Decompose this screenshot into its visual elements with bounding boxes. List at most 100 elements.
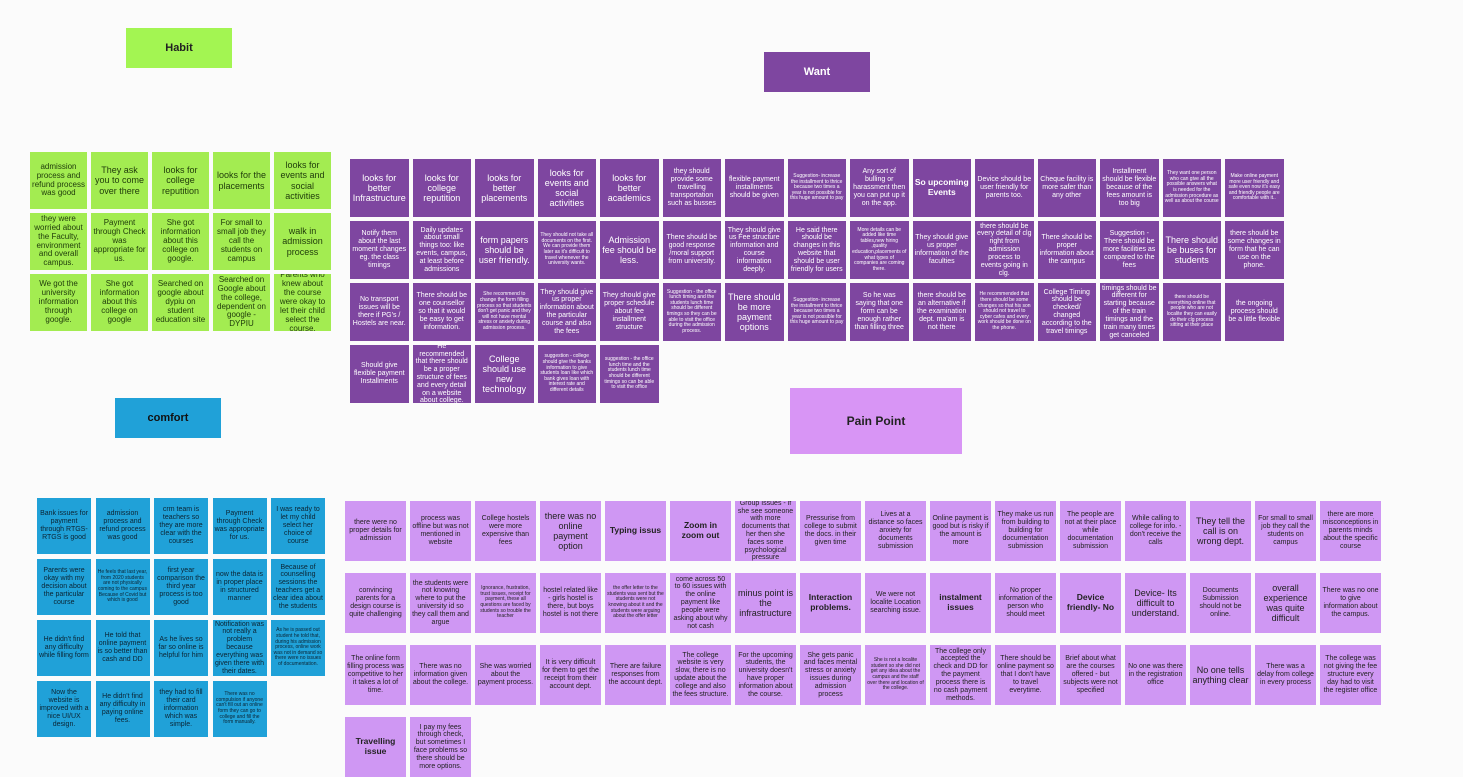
want-sticky-note[interactable]: form papers should be user friendly. (475, 221, 534, 279)
want-sticky-note[interactable]: They should give us proper information a… (537, 283, 596, 341)
want-sticky-note[interactable]: there should be everything online that p… (1162, 283, 1221, 341)
habit-sticky-note[interactable]: Searched on google about dypiu on studen… (152, 274, 209, 331)
want-sticky-note[interactable]: Should give flexible payment Installment… (350, 345, 409, 403)
want-sticky-note[interactable]: there should be every detail of clg righ… (975, 221, 1034, 279)
habit-sticky-note[interactable]: walk in admission process (274, 213, 331, 270)
habit-sticky-note[interactable]: Searched on Google about the college, de… (213, 274, 270, 331)
pain-point-sticky-note[interactable]: Group Issues - if she see someone with m… (735, 501, 796, 561)
comfort-sticky-note[interactable]: He didn't find any difficulty in paying … (95, 681, 150, 737)
pain-point-sticky-note[interactable]: The college was not giving the fee struc… (1320, 645, 1381, 705)
want-sticky-note[interactable]: Make online payment more user friendly a… (1225, 159, 1284, 217)
pain-point-sticky-note[interactable]: College hostels were more expensive than… (475, 501, 536, 561)
habit-sticky-note[interactable]: admission process and refund process was… (30, 152, 87, 209)
habit-sticky-note[interactable]: For small to small job they call the stu… (213, 213, 270, 270)
pain-point-sticky-note[interactable]: They tell the call is on wrong dept. (1190, 501, 1251, 561)
pain-point-sticky-note[interactable]: The college website is very slow, there … (670, 645, 731, 705)
pain-point-sticky-note[interactable]: They make us run from building to buildi… (995, 501, 1056, 561)
pain-point-sticky-note[interactable]: The people are not at their place while … (1060, 501, 1121, 561)
pain-point-sticky-note[interactable]: The online form filling process was comp… (345, 645, 406, 705)
want-sticky-note[interactable]: looks for events and social activities (537, 159, 596, 217)
want-sticky-note[interactable]: She recommend to change the form filling… (475, 283, 534, 341)
want-sticky-note[interactable]: More details can be added like time tabl… (850, 221, 909, 279)
pain-point-sticky-note[interactable]: While calling to college for info. - don… (1125, 501, 1186, 561)
pain-point-sticky-note[interactable]: overall experience was quite difficult (1255, 573, 1316, 633)
want-sticky-note[interactable]: They should give us Fee structure inform… (725, 221, 784, 279)
want-sticky-note[interactable]: suggestion - college should give the ban… (537, 345, 596, 403)
want-sticky-note[interactable]: Daily updates about small things too: li… (412, 221, 471, 279)
pain-point-sticky-note[interactable]: For small to small job they call the stu… (1255, 501, 1316, 561)
want-sticky-note[interactable]: Suggestion - There should be more facili… (1100, 221, 1159, 279)
want-sticky-note[interactable]: No transport issues will be there if PG'… (350, 283, 409, 341)
want-sticky-note[interactable]: Notify them about the last moment change… (350, 221, 409, 279)
pain-point-sticky-note[interactable]: come across 50 to 60 issues with the onl… (670, 573, 731, 633)
comfort-sticky-note[interactable]: Bank issues for payment through RTGS- RT… (37, 498, 91, 554)
want-sticky-note[interactable]: Installment should be flexible because o… (1100, 159, 1159, 217)
want-sticky-note[interactable]: There should be proper information about… (1037, 221, 1096, 279)
want-sticky-note[interactable]: Suggestion- increase the installment to … (787, 159, 846, 217)
pain-point-sticky-note[interactable]: She is not a localite student so she did… (865, 645, 926, 705)
comfort-sticky-note[interactable]: He feels that last year, from 2020 stude… (95, 559, 150, 615)
comfort-sticky-note[interactable]: As he lives so far so online is helpful … (154, 620, 208, 676)
want-sticky-note[interactable]: the ongoing process should be a little f… (1225, 283, 1284, 341)
want-sticky-note[interactable]: there should be some changes in form tha… (1225, 221, 1284, 279)
pain-point-sticky-note[interactable]: Travelling issue (345, 717, 406, 777)
want-sticky-note[interactable]: College should use new technology (475, 345, 534, 403)
habit-sticky-note[interactable]: She got information about this college o… (91, 274, 148, 331)
comfort-sticky-note[interactable]: Payment through Check was appropriate fo… (212, 498, 267, 554)
pain-point-sticky-note[interactable]: The college only accepted the check and … (930, 645, 991, 705)
want-sticky-note[interactable]: looks for better Infrastructure (350, 159, 409, 217)
pain-point-sticky-note[interactable]: Lives at a distance so faces anxiety for… (865, 501, 926, 561)
want-sticky-note[interactable]: He recommended that there should be some… (975, 283, 1034, 341)
comfort-sticky-note[interactable]: As he is passed out student he told that… (271, 620, 325, 676)
comfort-sticky-note[interactable]: now the data is in proper place in struc… (212, 559, 267, 615)
pain-point-sticky-note[interactable]: hostel related like - girls hostel is th… (540, 573, 601, 633)
want-sticky-note[interactable]: suggestion - the office lunch time and t… (600, 345, 659, 403)
habit-sticky-note[interactable]: looks for college reputition (152, 152, 209, 209)
pain-point-sticky-note[interactable]: Pressurise from college to submit the do… (800, 501, 861, 561)
pain-point-sticky-note[interactable]: Brief about what are the courses offered… (1060, 645, 1121, 705)
want-sticky-note[interactable]: Suggestion - the office lunch timing and… (662, 283, 721, 341)
comfort-sticky-note[interactable]: Now the website is improved with a nice … (37, 681, 91, 737)
want-sticky-note[interactable]: College Timing should be checked/ change… (1037, 283, 1096, 341)
comfort-sticky-note[interactable]: Notification was not really a problem be… (212, 620, 267, 676)
comfort-sticky-note[interactable]: Parents were okay with my decision about… (37, 559, 91, 615)
comfort-sticky-note[interactable]: Because of counselling sessions the teac… (271, 559, 325, 615)
want-sticky-note[interactable]: They should not take all documents on th… (537, 221, 596, 279)
pain-point-sticky-note[interactable]: I pay my fees through check, but sometim… (410, 717, 471, 777)
pain-point-sticky-note[interactable]: instalment issues (930, 573, 991, 633)
habit-sticky-note[interactable]: looks for events and social activities (274, 152, 331, 209)
comfort-sticky-note[interactable]: first year comparison the third year pro… (154, 559, 208, 615)
want-sticky-note[interactable]: Device should be user friendly for paren… (975, 159, 1034, 217)
pain-point-sticky-note[interactable]: there are more misconceptions in parents… (1320, 501, 1381, 561)
comfort-sticky-note[interactable]: He didn't find any difficulty while fill… (37, 620, 91, 676)
comfort-sticky-note[interactable]: crm team is teachers so they are more cl… (154, 498, 208, 554)
want-sticky-note[interactable]: they should provide some travelling tran… (662, 159, 721, 217)
want-sticky-note[interactable]: There should be one counsellor so that i… (412, 283, 471, 341)
pain-point-sticky-note[interactable]: there were no proper details for admissi… (345, 501, 406, 561)
want-sticky-note[interactable]: He said there should be changes in this … (787, 221, 846, 279)
pain-point-sticky-note[interactable]: There was no one to give information abo… (1320, 573, 1381, 633)
want-sticky-note[interactable]: Cheque facility is more safer than any o… (1037, 159, 1096, 217)
want-sticky-note[interactable]: flexible payment installments should be … (725, 159, 784, 217)
want-sticky-note[interactable]: looks for college reputition (412, 159, 471, 217)
pain-point-sticky-note[interactable]: Ignorance, frustration, trust issues, re… (475, 573, 536, 633)
want-sticky-note[interactable]: there should be an alternative if the ex… (912, 283, 971, 341)
pain-point-sticky-note[interactable]: Online payment is good but is risky if t… (930, 501, 991, 561)
pain-point-sticky-note[interactable]: There was no information given about the… (410, 645, 471, 705)
habit-sticky-note[interactable]: She got information about this college o… (152, 213, 209, 270)
want-sticky-note[interactable]: Suggestion- increase the installment to … (787, 283, 846, 341)
comfort-sticky-note[interactable]: He told that online payment is so better… (95, 620, 150, 676)
pain-point-sticky-note[interactable]: Documents Submission should not be onlin… (1190, 573, 1251, 633)
want-sticky-note[interactable]: Admission fee should be less. (600, 221, 659, 279)
pain-point-sticky-note[interactable]: there was no online payment option (540, 501, 601, 561)
want-sticky-note[interactable]: looks for better academics (600, 159, 659, 217)
pain-point-sticky-note[interactable]: Interaction problems. (800, 573, 861, 633)
pain-point-sticky-note[interactable]: She was worried about the payment proces… (475, 645, 536, 705)
want-sticky-note[interactable]: looks for better placements (475, 159, 534, 217)
pain-point-sticky-note[interactable]: There are failure responses from the acc… (605, 645, 666, 705)
pain-point-sticky-note[interactable]: For the upcoming students, the universit… (735, 645, 796, 705)
want-sticky-note[interactable]: So he was saying that one form can be en… (850, 283, 909, 341)
want-sticky-note[interactable]: They want one person who can give all th… (1162, 159, 1221, 217)
pain-point-sticky-note[interactable]: Zoom in zoom out (670, 501, 731, 561)
pain-point-sticky-note[interactable]: It is very difficult for them to get the… (540, 645, 601, 705)
